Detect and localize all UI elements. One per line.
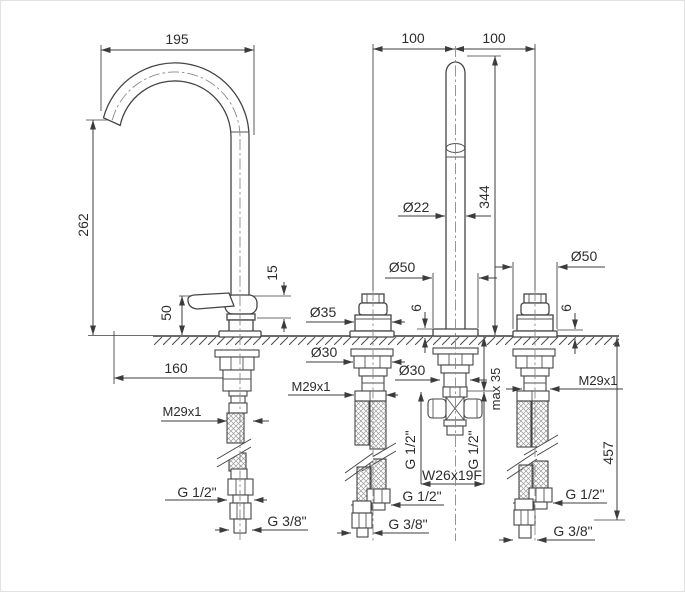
dim-label-100-left: 100	[401, 30, 425, 46]
right-supply-hose	[516, 400, 532, 448]
thread-label-g12-mid: G 1/2"	[402, 488, 441, 504]
spout-centerline-arc	[111, 71, 241, 138]
dim-label-457: 457	[600, 441, 616, 465]
spout-supply-hose	[226, 412, 245, 444]
spout-tailpiece	[214, 349, 260, 534]
side-valve-right-tail	[506, 348, 559, 539]
dim-label-6-column: 6	[408, 304, 424, 312]
deck-hatching	[153, 337, 619, 345]
dim-label-6-right: 6	[558, 304, 574, 312]
dim-label-dia50-column: Ø50	[389, 259, 416, 275]
thread-label-m29-spout: M29x1	[162, 404, 201, 419]
tee-port-right	[463, 398, 483, 419]
dim-label-160: 160	[164, 360, 188, 376]
dim-label-50: 50	[158, 305, 174, 321]
dim-label-dia35: Ø35	[310, 304, 337, 320]
thread-label-g38-spout: G 3/8"	[267, 513, 306, 529]
dim-label-344: 344	[476, 185, 492, 209]
dim-label-dia50-right: Ø50	[571, 248, 598, 264]
thread-label-g12-tee-right: G 1/2"	[465, 430, 481, 469]
thread-label-g12-spout: G 1/2"	[177, 484, 216, 500]
thread-label-g38-right: G 3/8"	[553, 523, 592, 539]
side-valve-middle	[349, 293, 395, 338]
thread-label-g12-right: G 1/2"	[565, 486, 604, 502]
thread-label-g38-mid: G 3/8"	[388, 516, 427, 532]
thread-label-g12-tee-left: G 1/2"	[402, 430, 418, 469]
tee-port-left	[427, 398, 447, 419]
thread-label-w26: W26x19F	[422, 467, 482, 483]
right-link-hose	[531, 400, 549, 448]
side-valve-middle-tail	[344, 348, 397, 538]
spout-lever-handle	[187, 292, 235, 310]
dim-label-195: 195	[165, 31, 189, 47]
thread-label-m29-right: M29x1	[578, 373, 617, 388]
middle-link-hose	[369, 400, 387, 450]
center-column-tail	[427, 347, 483, 436]
dim-label-dia30-column: Ø30	[399, 362, 426, 378]
dim-label-262: 262	[75, 213, 91, 237]
dim-label-dia30-mid: Ø30	[311, 344, 338, 360]
dimension-labels: 195 100 100 262 344 15 50 160 Ø22 Ø50 Ø5…	[75, 30, 618, 539]
thread-label-m29-mid: M29x1	[291, 379, 330, 394]
dim-label-dia22: Ø22	[403, 199, 430, 215]
centerlines	[239, 46, 536, 541]
dim-label-100-right: 100	[482, 30, 506, 46]
dim-label-15: 15	[264, 265, 280, 281]
dim-label-max35: max 35	[488, 368, 503, 411]
middle-supply-hose	[354, 400, 370, 446]
